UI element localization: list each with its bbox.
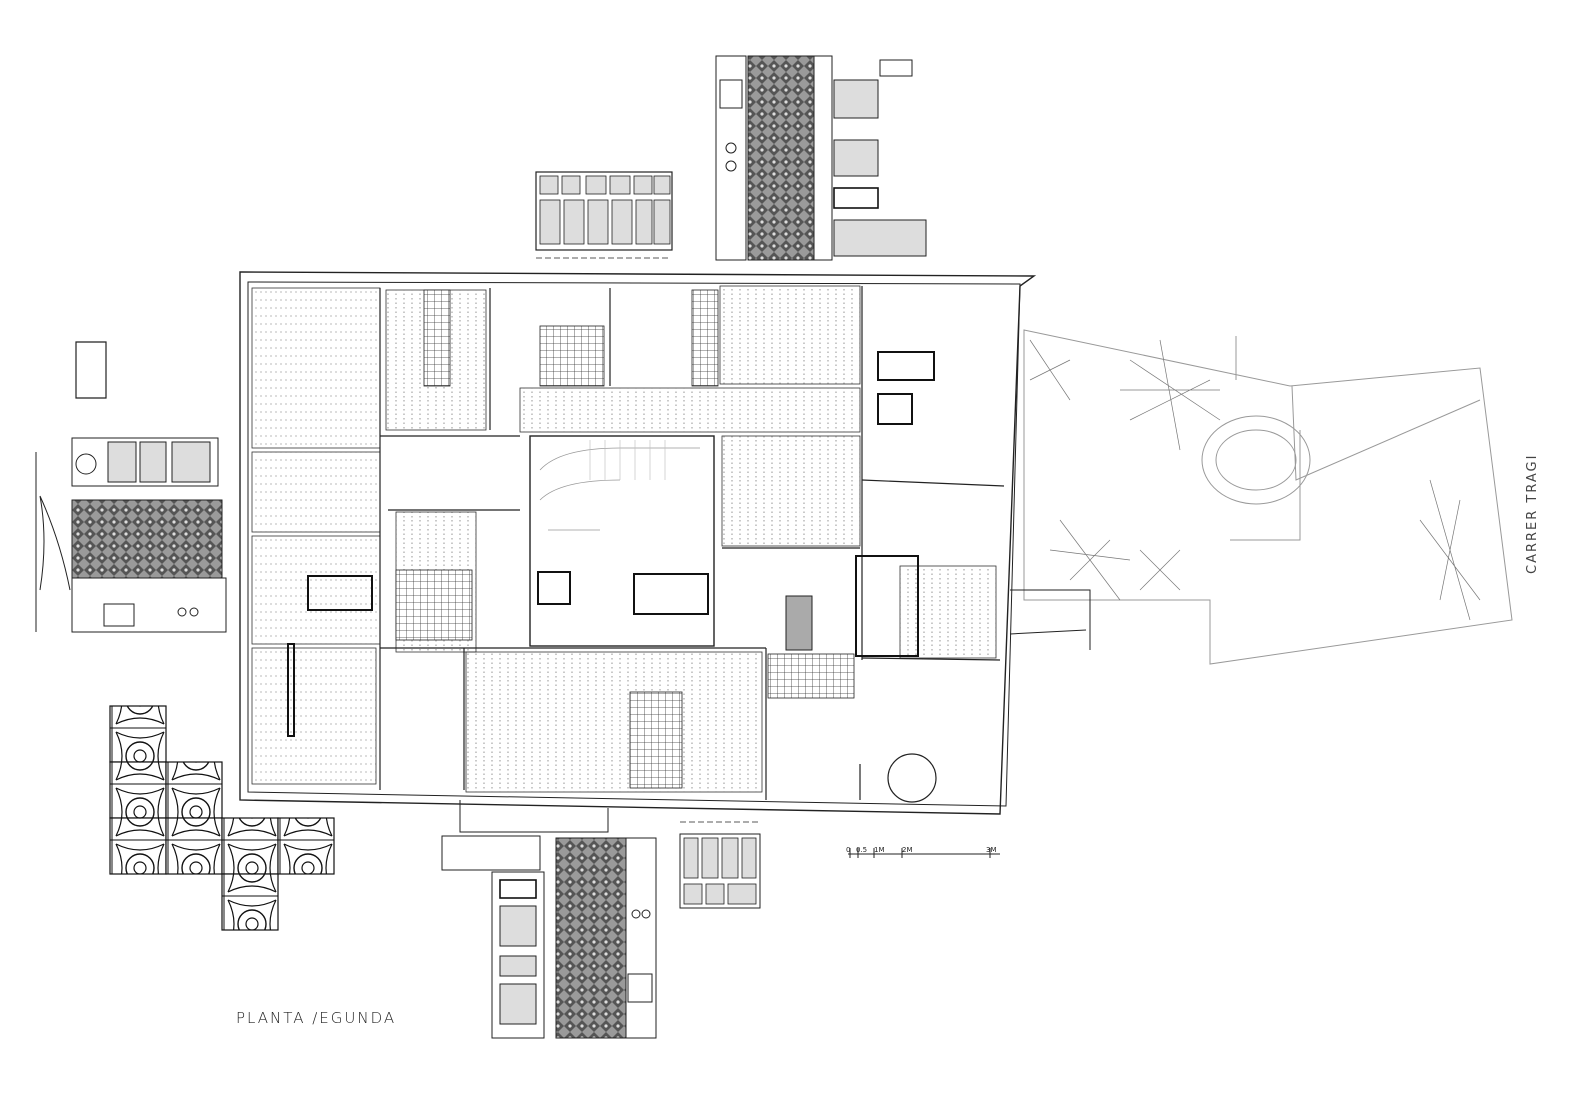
scale-tick-1m: 1M: [874, 846, 885, 854]
main-building-outline: [239, 271, 1037, 815]
top-cabinet-elevation: [535, 171, 673, 259]
scale-tick-3m: 3M: [986, 846, 997, 854]
hydraulic-tile-patterns: [109, 705, 335, 931]
bottom-kitchen-elevation: [441, 800, 761, 1039]
top-kitchen-elevation: [715, 55, 927, 261]
drawing-title: PLANTA ∕EGUNDA: [236, 1009, 396, 1027]
scale-tick-0: 0: [846, 846, 850, 854]
exterior-garden-plan: [1009, 329, 1513, 665]
scale-tick-half: 0.5: [856, 846, 867, 854]
scale-bar: 0 0.5 1M 2M 3M: [846, 846, 1000, 858]
scale-tick-2m: 2M: [902, 846, 913, 854]
street-label: CARRER TRAGI: [1525, 454, 1540, 574]
left-kitchen-elevation: [35, 341, 227, 633]
